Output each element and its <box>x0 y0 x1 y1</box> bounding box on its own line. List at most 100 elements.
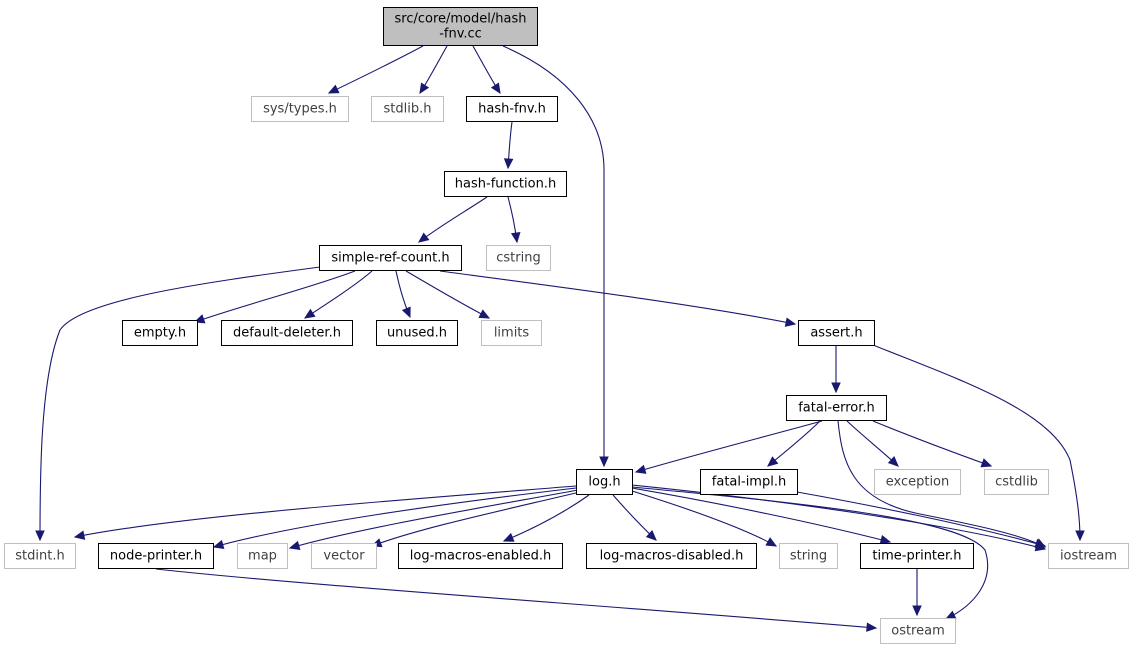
node-defaultdeleter[interactable]: default-deleter.h <box>221 320 353 346</box>
edge-line <box>39 266 321 541</box>
node-label: node-printer.h <box>110 549 202 564</box>
edge-line <box>872 420 992 467</box>
node-empty[interactable]: empty.h <box>122 320 198 346</box>
edge-line <box>796 491 1046 547</box>
node-root[interactable]: src/core/model/hash-fnv.cc <box>383 7 538 46</box>
arrowhead-icon <box>478 309 491 319</box>
node-map: map <box>237 543 288 569</box>
arrowhead-icon <box>645 529 657 541</box>
node-limits: limits <box>481 320 542 346</box>
node-stdlib: stdlib.h <box>371 96 444 122</box>
edge-assert-to-iostream <box>872 344 1085 542</box>
node-box <box>383 7 538 46</box>
arrowhead-icon <box>1075 530 1085 542</box>
node-label: ostream <box>891 624 945 639</box>
edge-fatalerror-to-log <box>634 420 823 474</box>
node-label: map <box>248 549 277 564</box>
node-box <box>122 320 198 346</box>
node-nodeprinter[interactable]: node-printer.h <box>98 543 214 569</box>
node-label: assert.h <box>810 326 862 341</box>
arrowhead-icon <box>980 458 993 468</box>
edge-hashfunction-to-cstring <box>507 196 521 244</box>
edge-line <box>503 494 590 542</box>
edge-fatalerror-to-cstdlib <box>872 420 993 468</box>
node-unused[interactable]: unused.h <box>376 320 458 346</box>
arrowhead-icon <box>866 622 878 632</box>
arrowhead-icon <box>765 537 778 547</box>
edge-line <box>631 484 1046 550</box>
node-label: cstring <box>496 251 540 266</box>
arrowhead-icon <box>767 456 779 467</box>
node-label: limits <box>494 326 530 341</box>
arrowhead-icon <box>502 532 515 542</box>
edge-line <box>631 490 777 547</box>
edge-fatalimpl-to-iostream <box>796 491 1047 549</box>
node-logmacrosenabled[interactable]: log-macros-enabled.h <box>398 543 563 569</box>
node-label: hash-fnv.h <box>478 102 546 117</box>
edge-root-to-stdlib <box>419 45 448 95</box>
node-simplerefcount[interactable]: simple-ref-count.h <box>319 245 462 271</box>
node-label: log.h <box>588 475 620 490</box>
edge-hashfunction-to-simplerefcount <box>418 196 488 243</box>
arrowhead-icon <box>73 530 86 540</box>
arrowhead-icon <box>35 530 45 542</box>
edge-line <box>328 45 424 94</box>
arrowhead-icon <box>784 317 797 327</box>
node-box <box>576 469 633 495</box>
node-label: vector <box>323 549 365 564</box>
edge-simplerefcount-to-defaultdeleter <box>303 270 373 319</box>
edge-log-to-logmacrosenabled <box>502 494 590 542</box>
node-box <box>319 245 462 271</box>
node-box <box>466 96 558 122</box>
edge-fatalerror-to-exception <box>846 420 899 467</box>
node-label: fatal-error.h <box>798 401 875 416</box>
node-cstring: cstring <box>486 245 551 271</box>
node-label: empty.h <box>134 326 186 341</box>
edge-hashfnv-to-hashfunction <box>503 121 514 170</box>
node-assert[interactable]: assert.h <box>798 320 875 346</box>
node-box <box>481 320 542 346</box>
edge-timeprinter-to-ostream <box>912 569 922 617</box>
edge-log-to-stdint <box>73 485 577 540</box>
node-label: -fnv.cc <box>439 27 482 42</box>
node-log[interactable]: log.h <box>576 469 633 495</box>
edge-root-to-systypes <box>327 45 424 94</box>
node-logmacrosdisabled[interactable]: log-macros-disabled.h <box>586 543 757 569</box>
node-box <box>221 320 353 346</box>
edge-line <box>635 420 823 473</box>
edge-assert-to-fatalerror <box>831 346 841 394</box>
node-timeprinter[interactable]: time-printer.h <box>860 543 974 569</box>
arrowhead-icon <box>879 535 892 545</box>
node-label: default-deleter.h <box>233 326 341 341</box>
edge-simplerefcount-to-stdint <box>35 266 321 542</box>
edge-line <box>872 344 1081 541</box>
node-hashfnv[interactable]: hash-fnv.h <box>466 96 558 122</box>
nodes-layer: src/core/model/hash-fnv.cc sys/types.h std… <box>4 7 1129 644</box>
edge-simplerefcount-to-limits <box>405 270 491 319</box>
edge-line <box>304 270 373 319</box>
arrowhead-icon <box>912 605 922 617</box>
node-stdint: stdint.h <box>4 543 76 569</box>
node-label: src/core/model/hash <box>395 12 527 27</box>
node-fatalimpl[interactable]: fatal-impl.h <box>700 469 798 495</box>
node-exception: exception <box>874 469 961 495</box>
node-ostream: ostream <box>880 618 956 644</box>
arrowhead-icon <box>510 232 521 244</box>
node-cstdlib: cstdlib <box>984 469 1049 495</box>
node-string: string <box>779 543 838 569</box>
node-systypes: sys/types.h <box>251 96 349 122</box>
node-box <box>311 543 377 569</box>
node-fatalerror[interactable]: fatal-error.h <box>786 395 887 421</box>
arrowhead-icon <box>831 382 841 394</box>
node-hashfunction[interactable]: hash-function.h <box>444 171 567 197</box>
arrowhead-icon <box>503 158 514 170</box>
arrowhead-icon <box>599 456 609 468</box>
edge-line <box>74 485 577 538</box>
node-label: fatal-impl.h <box>712 475 786 490</box>
edge-line <box>631 487 891 543</box>
node-box <box>1048 543 1129 569</box>
edge-line <box>631 486 989 620</box>
node-box <box>98 543 214 569</box>
node-label: unused.h <box>387 326 447 341</box>
edge-log-to-map <box>288 489 579 551</box>
